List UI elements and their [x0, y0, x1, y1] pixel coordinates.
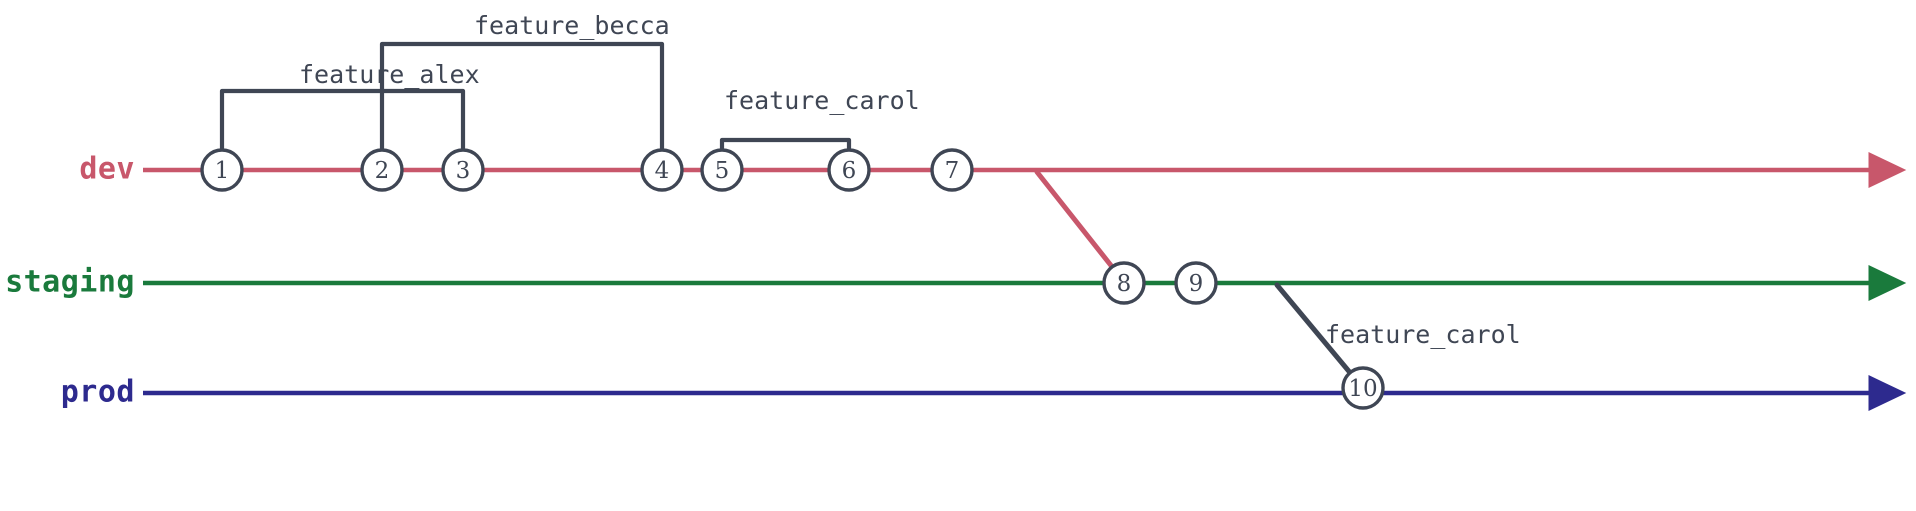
feature-label-feature_carol: feature_carol — [724, 86, 920, 115]
feature-bracket-feature_alex — [219, 88, 466, 153]
branch-label-dev[interactable]: dev — [79, 152, 135, 187]
commit-circle-4 — [640, 148, 684, 192]
commit-label-10: 10 — [1348, 376, 1377, 402]
commit-node-5[interactable]: 5 — [700, 148, 744, 192]
merge-line-dev-to-staging — [1034, 169, 1116, 271]
commit-node-1[interactable]: 1 — [200, 148, 244, 192]
commit-circle-6 — [827, 148, 871, 192]
commit-node-2[interactable]: 2 — [360, 148, 404, 192]
commit-label-5: 5 — [715, 158, 730, 184]
feature-label-feature_becca: feature_becca — [474, 11, 670, 40]
commit-node-4[interactable]: 4 — [640, 148, 684, 192]
commit-circle-3 — [441, 148, 485, 192]
merge-label-staging-to-prod: feature_carol — [1325, 320, 1521, 349]
commit-circle-10 — [1341, 366, 1385, 410]
commit-node-7[interactable]: 7 — [930, 148, 974, 192]
commit-node-10[interactable]: 10 — [1341, 366, 1385, 410]
commit-label-7: 7 — [945, 158, 960, 184]
merge-lines-layer: feature_carol — [1034, 169, 1521, 378]
commit-circle-2 — [360, 148, 404, 192]
commit-label-4: 4 — [655, 158, 670, 184]
commit-circle-7 — [930, 148, 974, 192]
commit-label-2: 2 — [375, 158, 390, 184]
merge-line-staging-to-prod — [1274, 282, 1355, 378]
commit-circle-5 — [700, 148, 744, 192]
branch-label-staging[interactable]: staging — [5, 265, 135, 300]
commit-nodes-layer: 1 2 3 4 5 6 7 8 9 10 — [200, 148, 1385, 410]
feature-bracket-feature_becca — [379, 41, 665, 153]
commit-label-8: 8 — [1117, 271, 1132, 297]
commit-node-9[interactable]: 9 — [1174, 261, 1218, 305]
branch-labels-layer: dev staging prod — [5, 152, 135, 410]
feature-label-feature_alex: feature_alex — [299, 60, 480, 89]
commit-label-1: 1 — [215, 158, 230, 184]
commit-circle-8 — [1102, 261, 1146, 305]
commit-node-6[interactable]: 6 — [827, 148, 871, 192]
branch-label-prod[interactable]: prod — [61, 375, 135, 410]
commit-node-8[interactable]: 8 — [1102, 261, 1146, 305]
commit-circle-1 — [200, 148, 244, 192]
commit-node-3[interactable]: 3 — [441, 148, 485, 192]
feature-bracket-feature_carol — [719, 137, 852, 153]
commit-label-6: 6 — [842, 158, 857, 184]
commit-circle-9 — [1174, 261, 1218, 305]
branch-lines-layer — [143, 152, 1907, 411]
commit-label-3: 3 — [456, 158, 471, 184]
commit-label-9: 9 — [1189, 271, 1204, 297]
feature-brackets-layer: feature_alex feature_becca feature_carol — [219, 11, 920, 153]
